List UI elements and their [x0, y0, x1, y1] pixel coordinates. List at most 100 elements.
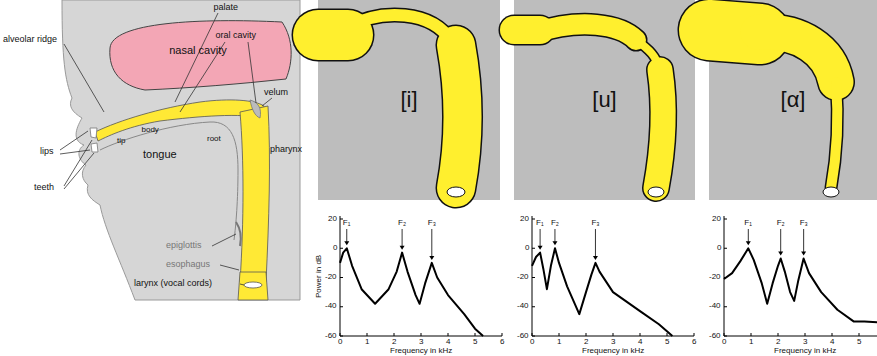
plot-text: 2 — [584, 338, 588, 347]
tick — [367, 333, 368, 336]
tick — [724, 336, 727, 337]
tick — [805, 333, 806, 336]
plot-text: 20 — [712, 215, 721, 224]
glottis — [823, 187, 839, 197]
tract — [345, 15, 452, 42]
part-label: alveolar ridge — [3, 35, 57, 45]
part-label: esophagus — [166, 260, 210, 270]
part-label: velum — [264, 88, 288, 98]
tick — [667, 333, 668, 336]
epiglottis — [236, 222, 241, 246]
spectrum-curve — [532, 248, 672, 336]
arrowhead — [778, 251, 783, 255]
plot-text: F₃ — [428, 219, 436, 228]
plot-text: -20 — [325, 273, 337, 282]
tick — [832, 333, 833, 336]
arrowhead — [400, 246, 405, 250]
formant-arrow — [540, 229, 541, 248]
tongue-outline — [100, 122, 238, 240]
tick — [694, 333, 695, 336]
arrowhead — [552, 241, 557, 245]
tick — [340, 219, 343, 220]
tick — [340, 306, 343, 307]
part-label: root — [207, 135, 221, 144]
part-label: lips — [40, 147, 54, 157]
tract — [831, 82, 837, 188]
part-label: epiglottis — [166, 241, 202, 251]
plot-text: 6 — [500, 338, 504, 347]
part-label: teeth — [34, 183, 54, 193]
plot-text: 0 — [722, 338, 726, 347]
tick — [532, 306, 535, 307]
plot-text: -40 — [325, 302, 337, 311]
plot-text: 5 — [473, 338, 477, 347]
region-label: nasal cavity — [169, 44, 226, 56]
plot-text: 4 — [638, 338, 642, 347]
leader-line — [175, 13, 218, 102]
head — [62, 0, 300, 300]
tick — [613, 333, 614, 336]
tick — [340, 336, 343, 337]
glottis — [447, 187, 839, 197]
leader-line — [240, 284, 244, 285]
vowel-panel: [α] — [709, 0, 877, 200]
plot-text: 3 — [419, 338, 423, 347]
plot-text: -40 — [517, 302, 529, 311]
formant-arrow — [780, 229, 781, 253]
plot-text: 0 — [333, 244, 337, 253]
tract-fill — [318, 15, 837, 188]
tick — [532, 219, 535, 220]
tick — [448, 333, 449, 336]
tick — [532, 336, 535, 337]
plot-text: 3 — [803, 338, 807, 347]
velum — [250, 100, 261, 118]
vowel-label: [u] — [592, 88, 616, 112]
plot-text: F₁ — [536, 219, 544, 228]
plot-text: 6 — [692, 338, 696, 347]
tick — [778, 333, 779, 336]
plot-text: F₁ — [343, 219, 351, 228]
vowel-label: [i] — [400, 88, 417, 112]
tick — [421, 333, 422, 336]
plot-text: 1 — [365, 338, 369, 347]
formant-arrow — [803, 229, 804, 253]
tract — [456, 45, 462, 188]
plot-text: 2 — [392, 338, 396, 347]
tract-outline — [318, 15, 837, 188]
panel-bg — [514, 0, 695, 200]
panel-cut — [0, 0, 318, 1]
formant-arrow — [402, 229, 403, 248]
tick — [340, 277, 343, 278]
tract — [656, 70, 663, 188]
tick — [859, 333, 860, 336]
part-label: tongue — [143, 148, 177, 160]
formant-arrow — [431, 229, 432, 258]
spectrum-curve — [724, 248, 877, 322]
vowel-panel: [u] — [514, 0, 695, 200]
plot-text: 0 — [717, 244, 721, 253]
plot-text: Power in dB — [315, 254, 324, 297]
plot-text: -20 — [709, 273, 721, 282]
teeth — [90, 128, 98, 152]
plot-text: 2 — [776, 338, 780, 347]
part-label: oral cavity — [216, 31, 257, 41]
larynx — [238, 272, 268, 300]
plot-text: Frequency in kHz — [582, 347, 644, 356]
plot-text: -40 — [709, 302, 721, 311]
tick — [724, 248, 727, 249]
formant-arrow — [748, 229, 749, 243]
vowel-panel: [i] — [318, 0, 500, 200]
glottis — [447, 187, 465, 197]
plot-text: 0 — [530, 338, 534, 347]
leader-line — [220, 265, 239, 270]
x-axis — [724, 336, 877, 337]
plot-text: 4 — [830, 338, 834, 347]
tick — [394, 333, 395, 336]
plot-text: F₂ — [551, 219, 559, 228]
plot-text: -60 — [709, 332, 721, 341]
plot-text: 5 — [665, 338, 669, 347]
plot-text: F₁ — [744, 219, 752, 228]
